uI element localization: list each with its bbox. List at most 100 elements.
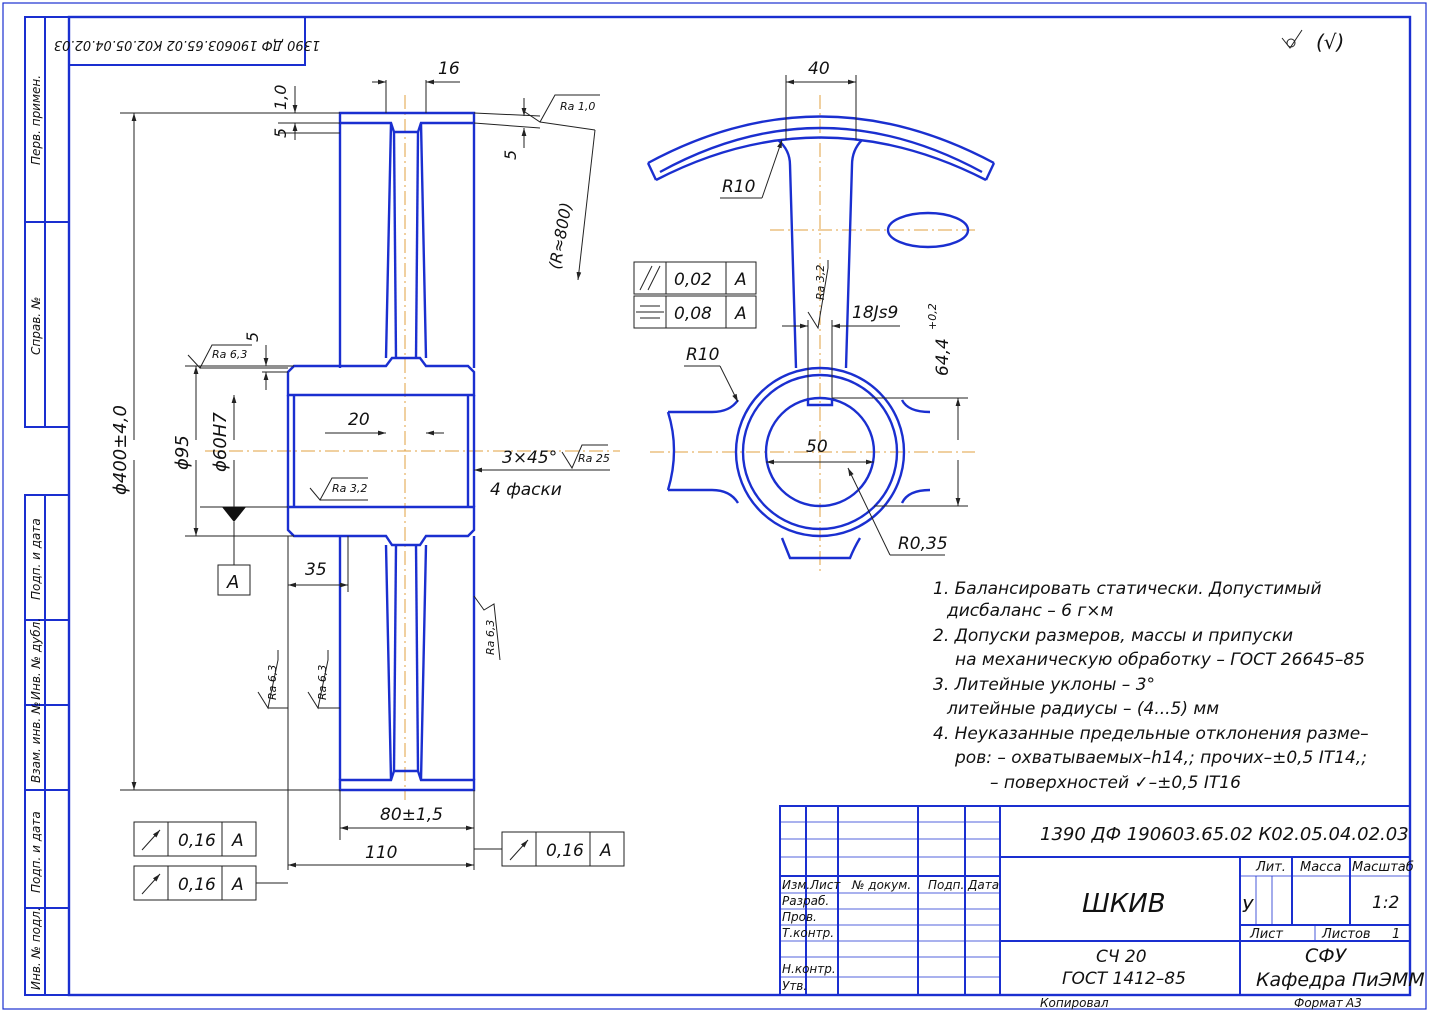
- r10-top: R10: [722, 177, 755, 197]
- note-line-3: 2. Допуски размеров, массы и припуски: [933, 626, 1293, 646]
- note-line-8: ров: – охватываемых–h14,; прочих–±0,5 IT…: [954, 748, 1367, 768]
- note-line-4: на механическую обработку – ГОСТ 26645–8…: [955, 650, 1365, 670]
- tb-col-data: Дата: [967, 878, 999, 892]
- tb-row-razrab: Разраб.: [782, 894, 829, 908]
- format-label: Формат: [1294, 996, 1344, 1010]
- ra-6-3-lower-mid: Ra 6,3: [316, 665, 329, 700]
- tb-row-tkontr: Т.контр.: [782, 926, 834, 940]
- tb-sheets-value: 1: [1392, 927, 1400, 942]
- ra-6-3-hub: Ra 6,3: [212, 348, 247, 361]
- tb-row-utv: Утв.: [782, 979, 807, 993]
- tol-1-datum: A: [231, 831, 244, 851]
- tol-sym-value: 0,08: [674, 304, 712, 324]
- tb-scale-value: 1:2: [1372, 893, 1399, 913]
- section-view: 16 1,0 5 Ra 1,0 5 (R≈800) 5 Ra 6,3: [110, 59, 620, 870]
- format-value: А3: [1345, 996, 1362, 1010]
- tol-1-value: 0,16: [178, 831, 216, 851]
- ra-6-3-right: Ra 6,3: [484, 620, 497, 655]
- key-depth-tol: +0,2: [926, 303, 939, 330]
- dim-80: 80±1,5: [380, 805, 443, 825]
- note-line-7: 4. Неуказанные предельные отклонения раз…: [933, 724, 1369, 744]
- key-width: 18Js9: [852, 303, 898, 323]
- ra-1-0: Ra 1,0: [560, 100, 595, 113]
- ra-3-2-bore: Ra 3,2: [332, 482, 367, 495]
- dim-5c: 5: [243, 332, 262, 342]
- dim-1-0: 1,0: [271, 85, 290, 110]
- top-code-text: 1390 ДФ 190603.65.02 К02.05.04.02.03: [54, 37, 320, 52]
- r-800: (R≈800): [545, 201, 575, 271]
- side-inv-podl: Инв. № подл.: [29, 907, 43, 990]
- side-perv-primen: Перв. примен.: [29, 75, 43, 165]
- tolerance-frame-parallelism: 0,02 A: [633, 261, 757, 295]
- key-depth: 64,4: [933, 338, 953, 376]
- ra-25: Ra 25: [578, 452, 610, 465]
- tol-3-datum: A: [599, 841, 612, 861]
- tolerance-frame-symmetry: 0,08 A: [633, 295, 757, 329]
- tol-par-datum: A: [734, 270, 747, 290]
- tb-org-2: Кафедра ПиЭММ: [1256, 969, 1425, 991]
- dim-110: 110: [365, 843, 397, 863]
- dim-50: 50: [806, 437, 828, 457]
- side-stamp: Перв. примен. Справ. № Подп. и дата Инв.…: [24, 16, 70, 996]
- title-block: 1390 ДФ 190603.65.02 К02.05.04.02.03 ШКИ…: [779, 805, 1425, 996]
- r10-left: R10: [686, 345, 719, 365]
- chamfer-note: 4 фаски: [490, 480, 562, 500]
- dim-20: 20: [348, 410, 370, 430]
- note-line-6: литейные радиусы – (4...5) мм: [946, 699, 1219, 719]
- tol-3-value: 0,16: [546, 841, 584, 861]
- tb-material-2: ГОСТ 1412–85: [1062, 969, 1186, 989]
- side-vzam-inv: Взам. инв. №: [29, 702, 43, 783]
- tb-title: ШКИВ: [1082, 889, 1166, 919]
- general-roughness: (√): [1281, 29, 1344, 54]
- dim-5b: 5: [501, 150, 520, 160]
- dim-5a: 5: [271, 128, 290, 138]
- general-roughness-text: (√): [1316, 30, 1344, 54]
- tb-scale-label: Масштаб: [1352, 860, 1414, 875]
- side-sprav-no: Справ. №: [29, 297, 43, 355]
- tb-col-izm: Изм.: [782, 878, 810, 892]
- note-line-5: 3. Литейные уклоны – 3°: [933, 675, 1155, 695]
- dim-phi95: ϕ95: [172, 435, 193, 470]
- front-view: 40 R10 R10 Ra 3,2 18Js9 64,4 +0,2 50 R0,…: [646, 59, 996, 575]
- tolerance-frame-runout-2: 0,16 A: [133, 865, 288, 901]
- tolerance-frame-runout-3: 0,16 A: [474, 831, 625, 867]
- chamfer: 3×45°: [502, 448, 557, 468]
- tb-sheets-label: Листов: [1321, 927, 1371, 942]
- note-line-2: дисбаланс – 6 г×м: [946, 601, 1113, 621]
- tol-2-value: 0,16: [178, 875, 216, 895]
- dim-35: 35: [305, 560, 327, 580]
- tb-col-doc: № докум.: [851, 878, 911, 892]
- dim-phi60: ϕ60H7: [210, 412, 231, 472]
- tolerance-frame-runout-1: 0,16 A: [133, 821, 257, 857]
- tol-sym-datum: A: [734, 304, 747, 324]
- copied-label: Копировал: [1040, 996, 1109, 1010]
- side-inv-dubl: Инв. № дубл.: [29, 618, 43, 700]
- tb-mass-label: Масса: [1300, 860, 1341, 875]
- tb-row-prov: Пров.: [782, 910, 817, 924]
- dim-16: 16: [438, 59, 460, 79]
- tb-lit-label: Лит.: [1255, 860, 1286, 875]
- ra-3-2-key: Ra 3,2: [814, 265, 827, 300]
- dim-phi400: ϕ400±4,0: [110, 405, 131, 495]
- r-0-35: R0,35: [898, 534, 948, 554]
- dim-40: 40: [808, 59, 830, 79]
- tb-doc-code: 1390 ДФ 190603.65.02 К02.05.04.02.03: [1040, 824, 1409, 845]
- side-podp-data-1: Подп. и дата: [29, 518, 43, 600]
- tol-par-value: 0,02: [674, 270, 712, 290]
- note-line-1: 1. Балансировать статически. Допустимый: [933, 579, 1322, 599]
- side-podp-data-2: Подп. и дата: [29, 811, 43, 893]
- top-code-stamp: 1390 ДФ 190603.65.02 К02.05.04.02.03: [54, 16, 320, 66]
- tol-2-datum: A: [231, 875, 244, 895]
- note-line-9: – поверхностей ✓–±0,5 IT16: [990, 773, 1241, 793]
- tb-col-list: Лист: [809, 878, 841, 892]
- tb-row-nkontr: Н.контр.: [782, 962, 836, 976]
- tb-col-podp: Подп.: [928, 878, 964, 892]
- technical-notes: 1. Балансировать статически. Допустимый …: [933, 579, 1369, 793]
- ra-6-3-lower-left: Ra 6,3: [266, 665, 279, 700]
- datum-a-label: A: [226, 572, 239, 593]
- tb-org-1: СФУ: [1305, 945, 1348, 967]
- tb-lit-value: У: [1242, 896, 1254, 917]
- tb-material-1: СЧ 20: [1096, 947, 1147, 967]
- tb-sheet-label: Лист: [1249, 927, 1283, 942]
